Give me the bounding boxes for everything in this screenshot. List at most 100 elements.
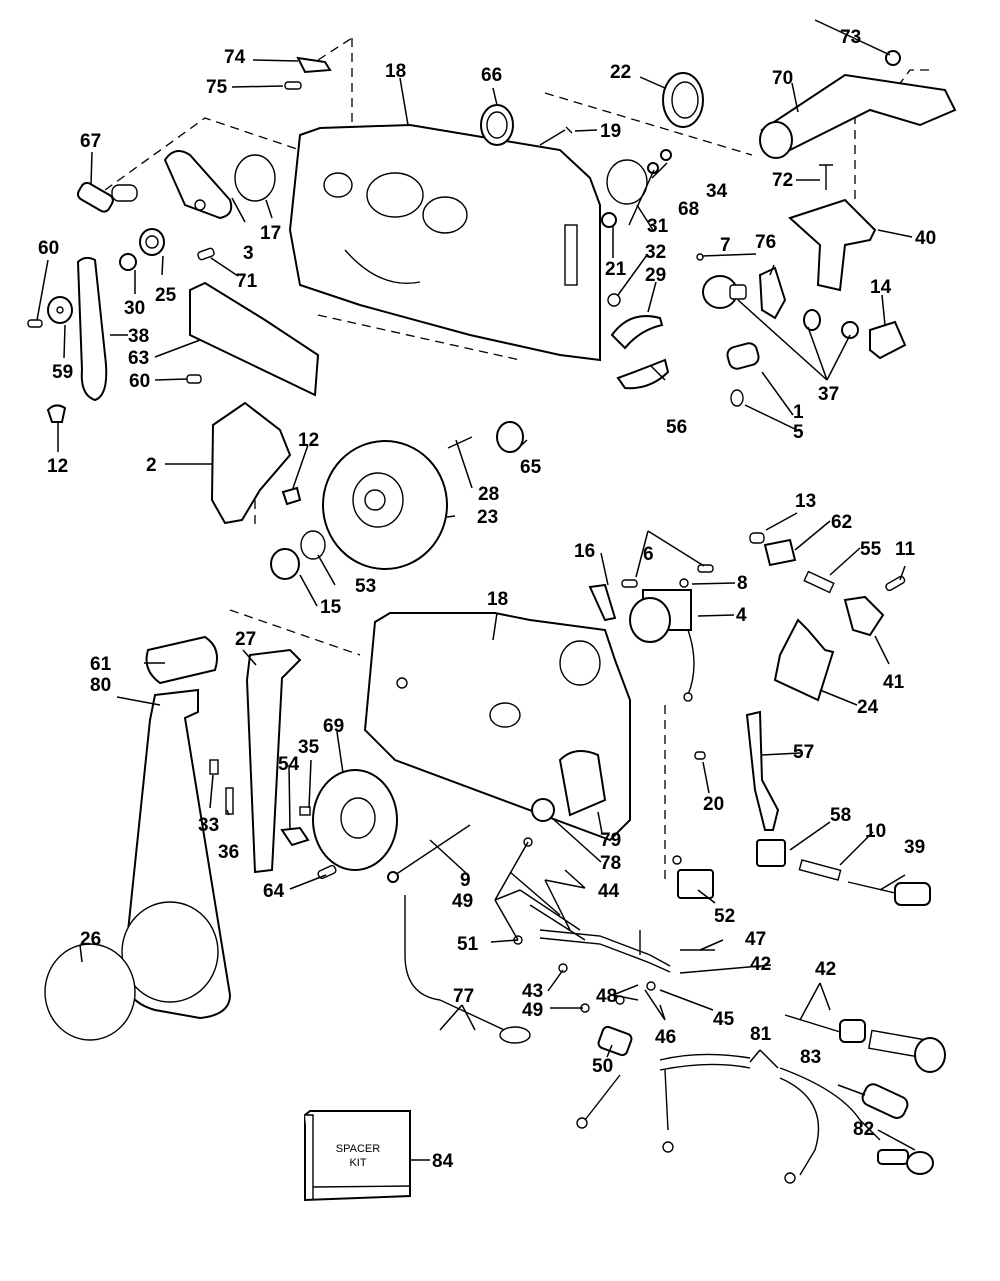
callout-58: 58: [830, 805, 851, 826]
callout-65: 65: [520, 457, 542, 478]
callout-39: 39: [904, 837, 925, 858]
callout-72: 72: [772, 170, 793, 191]
part-42-connector: [784, 1014, 946, 1073]
part-37: [702, 275, 747, 309]
callout-3: 3: [243, 243, 254, 264]
callout-75: 75: [206, 77, 228, 98]
part-60-a: [27, 319, 43, 328]
part-30: [119, 253, 137, 271]
part-7: [696, 253, 704, 261]
callout-10: 10: [865, 821, 886, 842]
callout-32: 32: [645, 242, 666, 263]
callout-31: 31: [647, 216, 669, 237]
callout-63: 63: [128, 348, 149, 369]
part-11: [885, 575, 906, 592]
callout-42-right: 42: [815, 959, 836, 980]
callout-50: 50: [592, 1056, 613, 1077]
spacer-kit-line2: KIT: [349, 1157, 366, 1169]
part-70: [759, 73, 957, 159]
callout-49-top: 49: [452, 891, 473, 912]
part-52: [672, 855, 714, 899]
part-42-harness: [509, 837, 715, 1013]
callout-25: 25: [155, 285, 177, 306]
callout-64: 64: [263, 881, 285, 902]
callout-49-bottom: 49: [522, 1000, 543, 1021]
callout-45: 45: [713, 1009, 735, 1030]
callout-36: 36: [218, 842, 239, 863]
callout-24: 24: [857, 697, 879, 718]
part-14: [869, 320, 907, 360]
part-54: [280, 826, 310, 847]
callout-11: 11: [895, 539, 916, 560]
part-21: [601, 212, 617, 228]
part-61: [145, 635, 218, 685]
part-62: [763, 538, 797, 567]
callout-81: 81: [750, 1024, 772, 1045]
callout-79: 79: [600, 830, 621, 851]
callout-71: 71: [236, 271, 258, 292]
callout-1: 1: [793, 402, 804, 423]
callout-16: 16: [574, 541, 595, 562]
part-1: [726, 342, 760, 370]
callout-12-mid: 12: [298, 430, 319, 451]
callout-5: 5: [793, 422, 804, 443]
callout-9: 9: [460, 870, 471, 891]
part-53: [300, 530, 326, 560]
callout-20: 20: [703, 794, 724, 815]
callout-54: 54: [278, 754, 300, 775]
part-55: [803, 570, 835, 594]
part-35: [299, 806, 311, 816]
part-59: [47, 296, 73, 324]
part-28: [447, 436, 473, 449]
callout-2: 2: [146, 455, 157, 476]
part-4: [629, 589, 695, 702]
callout-27: 27: [235, 629, 256, 650]
callout-18-top: 18: [385, 61, 406, 82]
part-33: [209, 759, 219, 775]
callout-82: 82: [853, 1119, 874, 1140]
part-19: [539, 126, 573, 146]
part-56: [616, 358, 670, 390]
callout-19: 19: [600, 121, 621, 142]
callout-59: 59: [52, 362, 73, 383]
callout-66: 66: [481, 65, 502, 86]
part-22: [662, 72, 704, 128]
part-60-b: [186, 374, 202, 384]
part-2: [210, 401, 292, 525]
callout-56: 56: [666, 417, 687, 438]
callout-12-left: 12: [47, 456, 68, 477]
part-24: [773, 618, 835, 702]
part-8: [679, 578, 689, 588]
spacer-kit-line1: SPACER: [336, 1143, 380, 1155]
part-80: [121, 688, 232, 1020]
part-34: [660, 149, 672, 161]
part-63: [189, 281, 320, 397]
part-79: [558, 750, 607, 817]
part-75: [284, 81, 302, 90]
callout-84: 84: [432, 1151, 454, 1172]
part-83: [861, 1083, 909, 1119]
part-82: [877, 1149, 934, 1175]
callout-51: 51: [457, 934, 479, 955]
callout-29: 29: [645, 265, 666, 286]
part-29: [610, 315, 664, 350]
part-41: [843, 595, 885, 637]
part-36: [225, 787, 234, 815]
callout-55: 55: [860, 539, 882, 560]
callout-44: 44: [598, 881, 620, 902]
callout-62: 62: [831, 512, 852, 533]
part-73: [885, 50, 901, 66]
callout-42-mid: 42: [750, 954, 771, 975]
part-40: [788, 198, 877, 292]
part-37-nut: [803, 309, 821, 331]
part-16: [588, 583, 617, 622]
part-81: [576, 1053, 881, 1184]
part-9: [394, 824, 471, 876]
part-3: [163, 150, 233, 220]
callout-68: 68: [678, 199, 699, 220]
callout-46: 46: [655, 1027, 676, 1048]
part-18-upper-housing: [288, 123, 601, 362]
part-25: [139, 228, 165, 256]
part-10: [798, 859, 842, 881]
